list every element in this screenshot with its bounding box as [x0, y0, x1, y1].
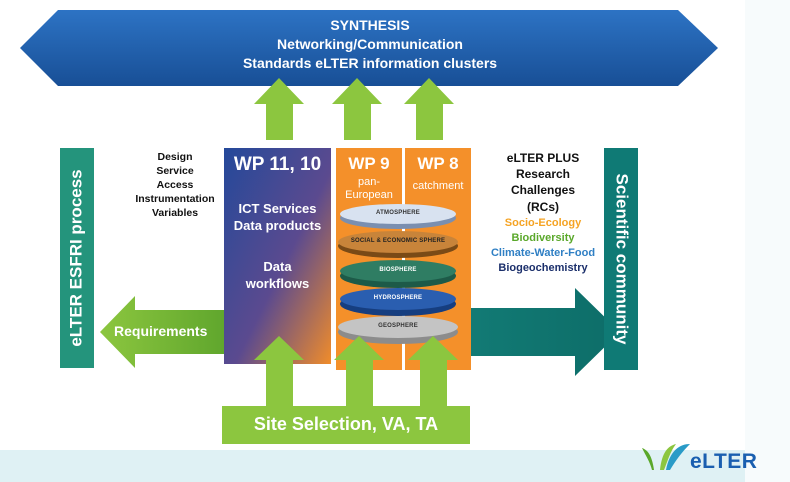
left-bar-label-wrap: eLTER ESFRI process: [60, 148, 94, 368]
synthesis-networking: Networking/Communication: [277, 36, 463, 52]
wp11-line2: Data products: [233, 218, 322, 233]
sphere-label-biosphere: BIOSPHERE: [379, 267, 417, 273]
list-item: Variables: [151, 207, 199, 219]
rc-item-biogeochemistry: Biogeochemistry: [498, 262, 588, 274]
research-challenges: eLTER PLUS Research Challenges (RCs) Soc…: [468, 150, 618, 276]
rc-item-climate-water-food: Climate-Water-Food: [490, 247, 596, 259]
teal-arrow: [440, 288, 620, 376]
rc-line1: eLTER PLUS: [506, 151, 580, 165]
right-margin: [745, 0, 790, 482]
sphere-label-geosphere: GEOSPHERE: [378, 323, 418, 329]
synthesis-banner: [20, 10, 718, 86]
wp11-line3: Data: [263, 259, 292, 274]
up-arrow-wp8: [404, 78, 454, 140]
synthesis-title: SYNTHESIS: [330, 17, 410, 33]
requirements-arrow: [100, 296, 230, 368]
list-item: Access: [156, 179, 194, 191]
sphere-stack: [338, 204, 458, 344]
sphere-label-atmosphere: ATMOSPHERE: [376, 210, 420, 216]
up-arrow-wp11: [254, 78, 304, 140]
wp11-services: ICT Services Data products: [224, 200, 331, 234]
wp8-sub: catchment: [412, 180, 464, 192]
synthesis-text: SYNTHESIS Networking/Communication Stand…: [70, 16, 670, 73]
elter-logo-mark: [642, 444, 690, 470]
wp9-title: WP 9: [348, 154, 390, 173]
left-process-bar: [60, 148, 94, 368]
sphere-label-social: SOCIAL & ECONOMIC SPHERE: [350, 238, 446, 244]
up-arrow-bottom-wp11: [254, 336, 304, 408]
wp11-line4: workflows: [245, 276, 310, 291]
rc-line3: Challenges: [510, 183, 576, 197]
rc-line2: Research: [515, 167, 571, 181]
wp11-workflows: Data workflows: [224, 258, 331, 292]
site-selection-label: Site Selection, VA, TA: [253, 414, 439, 434]
list-item: Design: [157, 151, 193, 163]
list-item: Service: [156, 165, 194, 177]
elter-logo-text: eLTER: [690, 450, 758, 473]
wp11-box: [224, 148, 331, 364]
wp9-sub: pan- European: [336, 176, 402, 202]
wp11-line1: ICT Services: [238, 201, 317, 216]
wp9-sub1: pan-: [357, 176, 381, 188]
synthesis-standards: Standards eLTER information clusters: [242, 55, 498, 71]
list-item: Instrumentation: [135, 193, 215, 205]
requirements-label: Requirements: [114, 323, 208, 339]
wp11-title: WP 11, 10: [233, 154, 322, 175]
up-arrow-wp9: [332, 78, 382, 140]
footer-band: [0, 450, 745, 482]
up-arrow-bottom-wp8: [408, 336, 458, 408]
design-list: Design Service Access Instrumentation Va…: [110, 150, 240, 220]
wp9-sub2: European: [345, 189, 393, 201]
right-community-bar: [604, 148, 638, 370]
wp8-title: WP 8: [417, 154, 459, 173]
left-bar-label: eLTER ESFRI process: [67, 169, 87, 347]
up-arrow-bottom-wp9: [334, 336, 384, 408]
rc-item-biodiversity: Biodiversity: [511, 232, 575, 244]
site-selection-bar: [222, 406, 470, 444]
sphere-label-hydrosphere: HYDROSPHERE: [373, 295, 423, 301]
rc-item-socio-ecology: Socio-Ecology: [504, 217, 582, 229]
rc-line4: (RCs): [527, 200, 559, 214]
